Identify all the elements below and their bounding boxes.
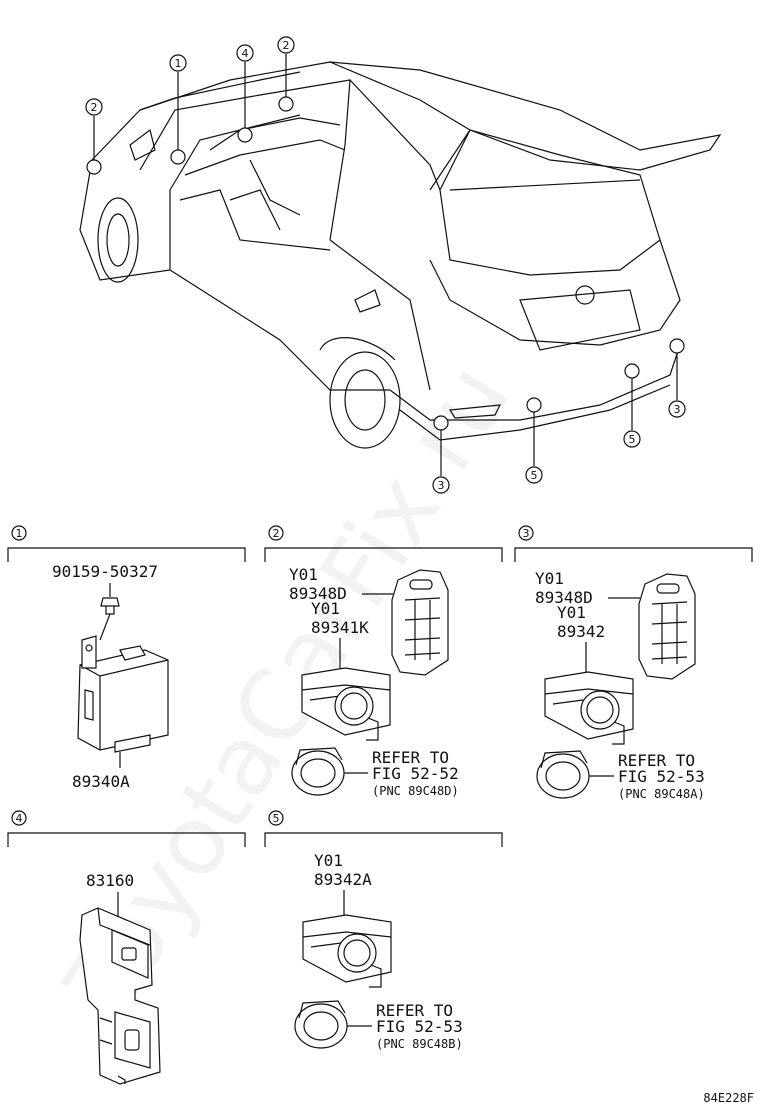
callout-3-left: 3 bbox=[432, 476, 450, 494]
refer-pnc: (PNC 89C48A) bbox=[618, 787, 705, 801]
callout-3-right: 3 bbox=[668, 400, 686, 418]
section-number: 1 bbox=[16, 527, 23, 540]
callout-number: 3 bbox=[438, 479, 445, 492]
vehicle-illustration bbox=[79, 61, 722, 449]
section-number: 4 bbox=[16, 812, 23, 825]
refer-pnc: (PNC 89C48D) bbox=[372, 784, 459, 798]
section-marker bbox=[11, 525, 27, 541]
sensor-illustration bbox=[302, 914, 392, 988]
section-number: 2 bbox=[273, 527, 280, 540]
location-marker bbox=[624, 363, 640, 379]
module-part-number: 89340A bbox=[72, 772, 130, 791]
switch-button bbox=[121, 947, 137, 961]
callout-circle bbox=[432, 476, 450, 494]
holder-color-code: Y01 bbox=[535, 569, 564, 588]
location-marker bbox=[237, 127, 253, 143]
location-marker bbox=[433, 415, 449, 431]
section-number: 5 bbox=[273, 812, 280, 825]
section-bracket bbox=[264, 832, 503, 847]
callout-circle bbox=[623, 430, 641, 448]
section-marker bbox=[11, 810, 27, 826]
location-marker bbox=[86, 159, 102, 175]
switch-part-number: 83160 bbox=[86, 871, 134, 890]
section-bracket bbox=[264, 547, 503, 562]
callout-4: 4 bbox=[236, 44, 254, 62]
bolt-illustration bbox=[99, 597, 120, 641]
callout-1: 1 bbox=[169, 54, 187, 72]
callout-circle bbox=[85, 98, 103, 116]
callout-number: 3 bbox=[674, 403, 681, 416]
sensor-illustration bbox=[301, 667, 391, 741]
section-2: 2 Y01 89348D Y01 89341K bbox=[264, 525, 503, 798]
location-marker bbox=[170, 149, 186, 165]
refer-figure: FIG 52-53 bbox=[376, 1017, 463, 1036]
section-marker bbox=[268, 525, 284, 541]
callout-5-right: 5 bbox=[623, 430, 641, 448]
callout-2-right: 2 bbox=[277, 36, 295, 54]
section-1: 1 90159-50327 89340A bbox=[7, 525, 246, 791]
refer-pnc: (PNC 89C48B) bbox=[376, 1037, 463, 1051]
location-marker bbox=[669, 338, 685, 354]
holder-color-code: Y01 bbox=[289, 565, 318, 584]
callout-circle bbox=[277, 36, 295, 54]
callout-2-left: 2 bbox=[85, 98, 103, 116]
switch-assembly-illustration bbox=[79, 907, 161, 1085]
refer-text: REFER TO bbox=[376, 1001, 453, 1020]
refer-text: REFER TO bbox=[618, 751, 695, 770]
sensor-part-number: 89342A bbox=[314, 870, 372, 889]
callout-number: 2 bbox=[91, 101, 98, 114]
bolt-part-number: 90159-50327 bbox=[52, 562, 158, 581]
sensor-locations bbox=[86, 96, 685, 431]
section-marker bbox=[518, 525, 534, 541]
sensor-color-code: Y01 bbox=[314, 851, 343, 870]
refer-figure: FIG 52-53 bbox=[618, 767, 705, 786]
sensor-illustration bbox=[544, 671, 634, 745]
figure-code: 84E228F bbox=[703, 1091, 754, 1105]
sensor-color-code: Y01 bbox=[557, 603, 586, 622]
refer-figure: FIG 52-52 bbox=[372, 764, 459, 783]
bezel-illustration bbox=[294, 1000, 348, 1049]
callout-number: 4 bbox=[242, 47, 249, 60]
sensor-holder-illustration bbox=[638, 573, 696, 680]
location-marker bbox=[278, 96, 294, 112]
callout-number: 5 bbox=[531, 469, 538, 482]
callout-number: 5 bbox=[629, 433, 636, 446]
sensor-part-number: 89341K bbox=[311, 618, 369, 637]
holder-part-number: 89348D bbox=[289, 584, 347, 603]
callout-leaders bbox=[93, 54, 678, 476]
section-4: 4 83160 bbox=[7, 810, 246, 1085]
section-3: 3 Y01 89348D Y01 89342 R bbox=[514, 525, 753, 801]
control-module-illustration bbox=[77, 635, 169, 753]
section-marker bbox=[268, 810, 284, 826]
sensor-color-code: Y01 bbox=[311, 599, 340, 618]
section-bracket bbox=[514, 547, 753, 562]
sensor-part-number: 89342 bbox=[557, 622, 605, 641]
holder-part-number: 89348D bbox=[535, 588, 593, 607]
refer-text: REFER TO bbox=[372, 748, 449, 767]
callout-number: 1 bbox=[175, 57, 182, 70]
section-bracket bbox=[7, 832, 246, 847]
section-5: 5 Y01 89342A REFER TO FIG 52-53 (PNC 89C… bbox=[264, 810, 503, 1051]
callout-5-left: 5 bbox=[525, 466, 543, 484]
callout-circle bbox=[525, 466, 543, 484]
bezel-illustration bbox=[536, 750, 590, 799]
location-marker bbox=[526, 397, 542, 413]
switch-button bbox=[124, 1029, 140, 1051]
callout-circle bbox=[236, 44, 254, 62]
section-number: 3 bbox=[523, 527, 530, 540]
callout-number: 2 bbox=[283, 39, 290, 52]
callout-circle bbox=[668, 400, 686, 418]
section-bracket bbox=[7, 547, 246, 562]
sensor-holder-illustration bbox=[391, 569, 449, 676]
callout-circle bbox=[169, 54, 187, 72]
